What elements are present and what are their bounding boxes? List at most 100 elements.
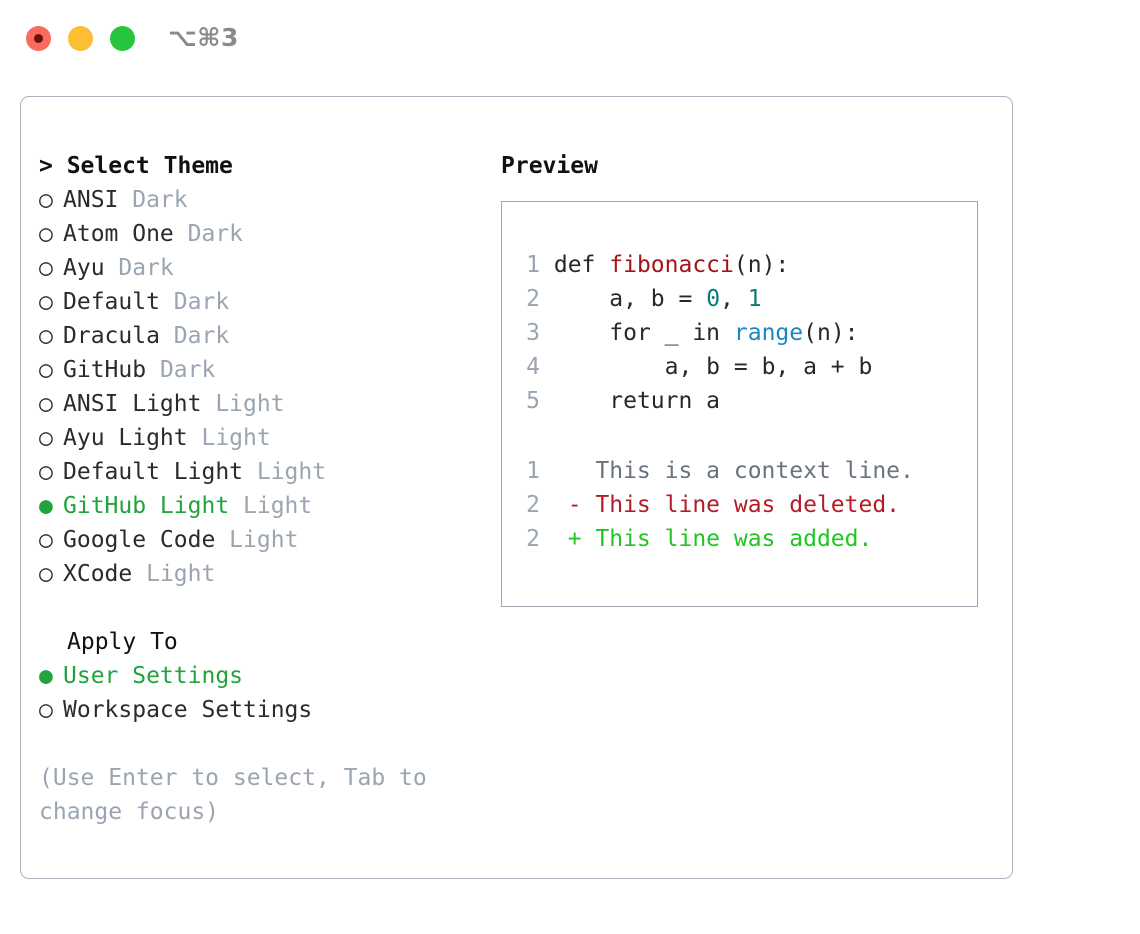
theme-option[interactable]: ○ ANSI Light Light [39, 387, 479, 421]
theme-variant-badge: Dark [173, 221, 244, 247]
radio-unselected-icon: ○ [39, 697, 53, 723]
radio-unselected-icon: ○ [39, 391, 53, 417]
code-token: (n): [733, 252, 790, 278]
theme-option-label: Default [63, 289, 160, 315]
radio-unselected-icon: ○ [39, 187, 53, 213]
theme-variant-badge: Light [187, 425, 271, 451]
radio-unselected-icon: ○ [39, 459, 53, 485]
code-token: def [553, 252, 610, 278]
close-button[interactable] [26, 26, 51, 51]
theme-variant-badge: Light [243, 459, 327, 485]
theme-option-label: Ayu [63, 255, 105, 281]
title-bar: ⌥⌘3 [0, 0, 1140, 78]
diff-line: 1 This is a context line. [516, 454, 971, 488]
apply-to-list[interactable]: ● User Settings ○ Workspace Settings [39, 659, 479, 727]
radio-unselected-icon: ○ [39, 323, 53, 349]
theme-option[interactable]: ○ XCode Light [39, 557, 479, 591]
radio-unselected-icon: ○ [39, 425, 53, 451]
theme-variant-badge: Light [229, 493, 313, 519]
radio-unselected-icon: ○ [39, 255, 53, 281]
code-token: (n): [803, 320, 859, 346]
line-number: 2 [526, 526, 540, 552]
keyboard-hint: (Use Enter to select, Tab to change focu… [39, 765, 427, 825]
code-line: 1 def fibonacci(n): [516, 248, 971, 282]
theme-option[interactable]: ○ Dracula Dark [39, 319, 479, 353]
theme-option[interactable]: ● GitHub Light Light [39, 489, 479, 523]
diff-line-text: - This line was deleted. [540, 492, 901, 518]
diff-line: 2 + This line was added. [516, 522, 971, 556]
code-token: a, b = b, a + b [553, 354, 873, 380]
theme-option[interactable]: ○ ANSI Dark [39, 183, 479, 217]
theme-variant-badge: Light [132, 561, 216, 587]
code-token: 1 [747, 286, 762, 312]
code-token: a, b = [553, 286, 707, 312]
code-line: 3 for _ in range(n): [516, 316, 971, 350]
diff-line-text: This is a context line. [540, 458, 914, 484]
theme-variant-badge: Dark [146, 357, 216, 383]
diff-line: 2 - This line was deleted. [516, 488, 971, 522]
radio-selected-icon: ● [39, 493, 53, 519]
apply-to-option[interactable]: ○ Workspace Settings [39, 693, 479, 727]
theme-option[interactable]: ○Default Light Light [39, 455, 479, 489]
theme-option[interactable]: ○Atom One Dark [39, 217, 479, 251]
minimize-button[interactable] [68, 26, 93, 51]
code-token: fibonacci [609, 252, 734, 278]
line-number: 3 [526, 320, 540, 346]
window-controls [26, 26, 135, 51]
theme-option-label: XCode [63, 561, 133, 587]
theme-list[interactable]: ○ANSI Dark○Atom One Dark○Ayu Dark○Defaul… [39, 183, 479, 591]
diff-line-text: + This line was added. [540, 526, 873, 552]
apply-to-option-label: User Settings [63, 663, 244, 689]
line-number: 1 [526, 252, 540, 278]
line-number: 4 [526, 354, 540, 380]
theme-option-label: GitHub [63, 357, 147, 383]
radio-selected-icon: ● [39, 663, 53, 689]
code-line: 5 return a [516, 384, 971, 418]
theme-option-label: Atom One [63, 221, 174, 247]
radio-unselected-icon: ○ [39, 527, 53, 553]
theme-option-label: ANSI Light [63, 391, 202, 417]
radio-unselected-icon: ○ [39, 289, 53, 315]
code-token: 0 [706, 286, 721, 312]
code-token: for _ in [553, 320, 734, 346]
code-line: 2 a, b = 0, 1 [516, 282, 971, 316]
code-line: 4 a, b = b, a + b [516, 350, 971, 384]
main-panel: > Select Theme ○ANSI Dark○Atom One Dark○… [20, 96, 1013, 879]
theme-variant-badge: Light [215, 527, 299, 553]
apply-to-heading: Apply To [67, 629, 178, 655]
code-token: range [733, 320, 804, 346]
theme-picker-column: > Select Theme ○ANSI Dark○Atom One Dark○… [39, 149, 479, 829]
theme-option[interactable]: ○ GitHub Dark [39, 353, 479, 387]
preview-title: Preview [501, 153, 598, 179]
theme-option[interactable]: ○ Ayu Light Light [39, 421, 479, 455]
radio-unselected-icon: ○ [39, 561, 53, 587]
maximize-button[interactable] [110, 26, 135, 51]
theme-variant-badge: Dark [104, 255, 174, 281]
theme-variant-badge: Light [201, 391, 285, 417]
theme-option[interactable]: ○ Default Dark [39, 285, 479, 319]
theme-variant-badge: Dark [159, 323, 230, 349]
theme-variant-badge: Dark [118, 187, 188, 213]
code-token: return a [553, 388, 721, 414]
page-title: > Select Theme [39, 153, 233, 179]
code-token: , [720, 286, 748, 312]
theme-variant-badge: Dark [159, 289, 230, 315]
theme-option-label: Ayu Light [63, 425, 188, 451]
theme-option[interactable]: ○ Ayu Dark [39, 251, 479, 285]
theme-option-label: Dracula [63, 323, 160, 349]
radio-unselected-icon: ○ [39, 357, 53, 383]
line-number: 2 [526, 286, 540, 312]
line-number: 5 [526, 388, 540, 414]
diff-sample: 1 This is a context line.2 - This line w… [516, 454, 971, 556]
theme-option-label: ANSI [63, 187, 119, 213]
line-number: 1 [526, 458, 540, 484]
theme-option[interactable]: ○Google Code Light [39, 523, 479, 557]
line-number: 2 [526, 492, 540, 518]
theme-option-label: GitHub Light [63, 493, 230, 519]
preview-column: Preview 1 def fibonacci(n):2 a, b = 0, 1… [501, 149, 1001, 607]
spacer [39, 591, 479, 625]
apply-to-option[interactable]: ● User Settings [39, 659, 479, 693]
apply-to-option-label: Workspace Settings [63, 697, 313, 723]
